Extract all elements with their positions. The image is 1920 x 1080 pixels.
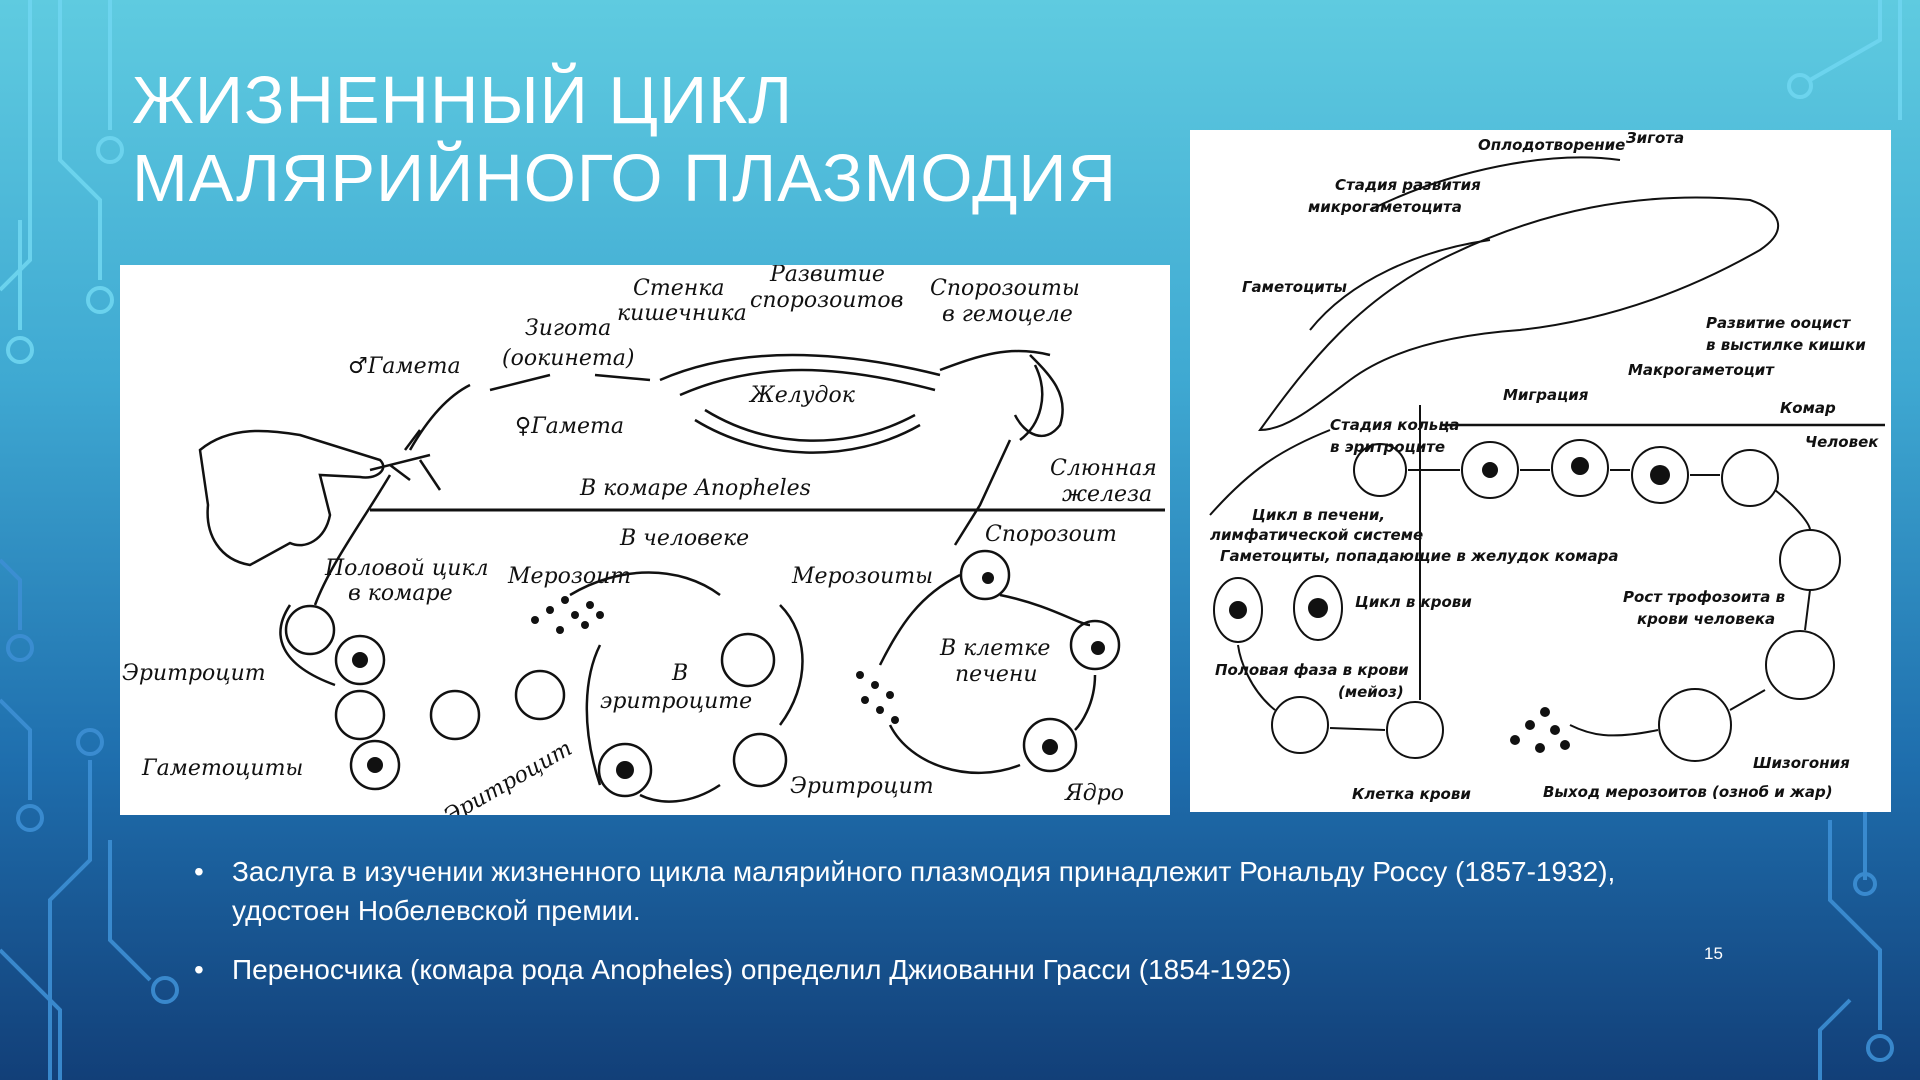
hand-drawing bbox=[198, 429, 385, 567]
label-microgametocyte-1: Стадия развития bbox=[1335, 176, 1481, 194]
page-number: 15 bbox=[1704, 944, 1723, 963]
bullet-item-grassi: • Переносчика (комара рода Anopheles) оп… bbox=[190, 950, 1710, 989]
label-fertilization: Оплодотворение bbox=[1478, 136, 1625, 154]
life-cycle-diagram-left-drawing: ♂Гамета Зигота (оокинета) Стенка кишечни… bbox=[122, 265, 1165, 815]
label-mosquito: Комар bbox=[1780, 399, 1836, 417]
label-blood-cell: Клетка крови bbox=[1352, 785, 1471, 803]
label-merozoite: Мерозоит bbox=[507, 564, 631, 589]
label-oocyst-2: в выстилке кишки bbox=[1706, 336, 1866, 354]
life-cycle-diagram-left: ♂Гамета Зигота (оокинета) Стенка кишечни… bbox=[120, 265, 1170, 815]
label-gut-wall-1: Стенка bbox=[633, 276, 724, 301]
bullet-text: Переносчика (комара рода Anopheles) опре… bbox=[232, 954, 1292, 985]
label-erythrocyte-1: Эритроцит bbox=[122, 661, 266, 686]
label-sexual-cycle-2: в комаре bbox=[348, 581, 453, 606]
label-nucleus: Ядро bbox=[1064, 781, 1124, 806]
slide-title: ЖИЗНЕННЫЙ ЦИКЛ МАЛЯРИЙНОГО ПЛАЗМОДИЯ bbox=[132, 62, 1132, 218]
life-cycle-diagram-right: Оплодотворение Зигота Стадия развития ми… bbox=[1190, 130, 1891, 812]
label-in-erythro-2: эритроците bbox=[600, 689, 752, 714]
label-salivary-1: Слюнная bbox=[1050, 456, 1157, 481]
bullet-item-ross: • Заслуга в изучении жизненного цикла ма… bbox=[190, 852, 1710, 930]
label-in-mosquito: В комаре Anopheles bbox=[579, 476, 811, 501]
label-erythrocyte-2: Эритроцит bbox=[440, 736, 577, 815]
label-erythrocyte-3: Эритроцит bbox=[790, 774, 934, 799]
label-ring-1: Стадия кольца bbox=[1330, 416, 1460, 434]
label-to-stomach: Гаметоциты, попадающие в желудок комара bbox=[1220, 547, 1619, 565]
label-microgametocyte-2: микрогаметоцита bbox=[1308, 198, 1462, 216]
bullet-marker: • bbox=[194, 954, 204, 985]
label-ring-2: в эритроците bbox=[1330, 438, 1445, 456]
label-trophozoite-1: Рост трофозоита в bbox=[1623, 588, 1785, 606]
label-stomach: Желудок bbox=[748, 383, 856, 408]
label-merozoites: Мерозоиты bbox=[791, 564, 933, 589]
label-hemocoel-2: в гемоцеле bbox=[942, 302, 1073, 327]
title-line-2: МАЛЯРИЙНОГО ПЛАЗМОДИЯ bbox=[132, 141, 1117, 216]
label-salivary-2: железа bbox=[1062, 482, 1152, 507]
label-male-gamete: ♂Гамета bbox=[348, 354, 461, 379]
label-ookinete: (оокинета) bbox=[502, 346, 634, 371]
label-in-liver-1: В клетке bbox=[939, 636, 1050, 661]
label-in-erythro-1: В bbox=[671, 661, 688, 686]
label-merozoite-exit: Выход мерозоитов (озноб и жар) bbox=[1543, 783, 1833, 801]
label-blood-cycle: Цикл в крови bbox=[1355, 593, 1472, 611]
label-in-human: В человеке bbox=[619, 526, 749, 551]
label-hemocoel-1: Спорозоиты bbox=[930, 276, 1080, 301]
label-gut-wall-2: кишечника bbox=[617, 301, 747, 326]
label-sporozoite: Спорозоит bbox=[985, 522, 1117, 547]
label-sporozoite-dev-1: Развитие bbox=[769, 265, 885, 287]
label-macrogametocyte: Макрогаметоцит bbox=[1628, 361, 1775, 379]
label-gametocytes: Гаметоциты bbox=[1242, 278, 1347, 296]
bullet-text: Заслуга в изучении жизненного цикла маля… bbox=[232, 856, 1616, 926]
stomach-drawing bbox=[659, 353, 941, 454]
bullet-list: • Заслуга в изучении жизненного цикла ма… bbox=[190, 852, 1710, 1009]
label-zygote: Зигота bbox=[1626, 130, 1684, 147]
label-liver-2: лимфатической системе bbox=[1210, 526, 1423, 544]
label-sexual-cycle-1: Половой цикл bbox=[324, 556, 489, 581]
label-in-liver-2: печени bbox=[955, 662, 1038, 687]
label-sporozoite-dev-2: спорозоитов bbox=[750, 288, 903, 313]
mosquito-body-drawing bbox=[1258, 196, 1780, 432]
label-gametocytes: Гаметоциты bbox=[141, 756, 303, 781]
label-female-gamete: ♀Гамета bbox=[515, 414, 624, 439]
salivary-gland-drawing bbox=[1013, 354, 1064, 441]
label-zygote: Зигота bbox=[525, 316, 611, 341]
title-line-1: ЖИЗНЕННЫЙ ЦИКЛ bbox=[132, 63, 794, 138]
label-schizogony: Шизогония bbox=[1753, 754, 1850, 772]
label-sexual-phase-2: (мейоз) bbox=[1338, 683, 1404, 701]
bullet-marker: • bbox=[194, 856, 204, 887]
life-cycle-diagram-right-drawing: Оплодотворение Зигота Стадия развития ми… bbox=[1209, 130, 1885, 803]
label-sexual-phase-1: Половая фаза в крови bbox=[1215, 661, 1409, 679]
label-human: Человек bbox=[1805, 433, 1879, 451]
label-migration: Миграция bbox=[1503, 386, 1589, 404]
label-oocyst-1: Развитие ооцист bbox=[1706, 314, 1852, 332]
label-liver-1: Цикл в печени, bbox=[1252, 506, 1385, 524]
label-trophozoite-2: крови человека bbox=[1637, 610, 1775, 628]
mosquito-drawing bbox=[369, 429, 442, 491]
